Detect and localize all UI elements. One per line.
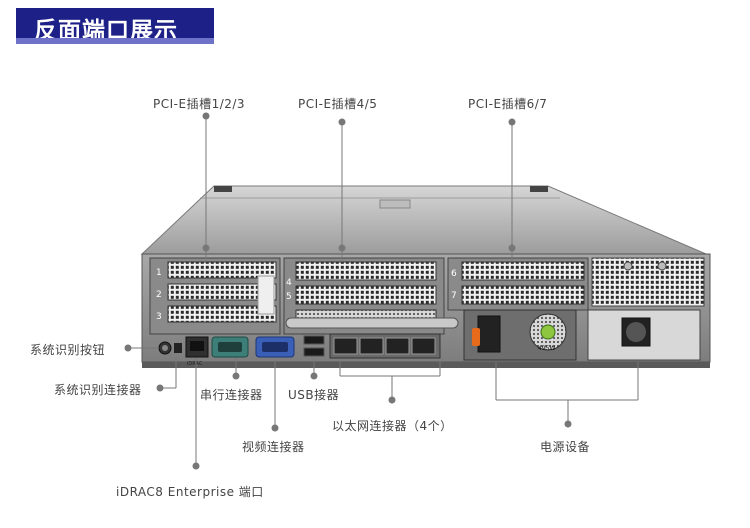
pcie-slot-7 [461, 285, 585, 305]
system-id-button[interactable] [158, 341, 172, 355]
callout-dots [124, 112, 572, 470]
idrac-port[interactable]: iDRAC [185, 336, 209, 367]
callout-serial: 串行连接器 [200, 388, 263, 402]
pcie-riser-left: 1 2 3 [149, 257, 281, 335]
callout-idrac: iDRAC8 Enterprise 端口 [116, 485, 264, 499]
pcie-slot-5 [295, 285, 437, 305]
slot-number-4: 4 [286, 278, 292, 288]
serial-port[interactable] [211, 336, 249, 358]
callout-video: 视频连接器 [242, 440, 305, 454]
rear-vent-grill [591, 257, 705, 307]
callout-usb: USB接器 [288, 388, 340, 402]
idrac-tag: iDRAC [187, 361, 203, 367]
callout-system-id-connector: 系统识别连接器 [54, 383, 142, 397]
system-id-connector[interactable] [174, 343, 182, 353]
usb-ports[interactable] [303, 335, 325, 357]
pcie-slot-4 [295, 261, 437, 281]
pcie-slot-2 [167, 283, 277, 301]
callout-system-id-button: 系统识别按钮 [30, 343, 106, 357]
slot-number-1: 1 [156, 268, 162, 278]
psu-blank-bay [587, 309, 701, 361]
pcie-slot-3 [167, 305, 277, 323]
chassis-handle [285, 317, 459, 329]
power-supply[interactable]: 495W [463, 309, 577, 361]
pcie-riser-right: 6 7 [447, 257, 589, 311]
service-tag-label [257, 275, 275, 315]
slot-number-7: 7 [451, 291, 457, 301]
callout-power: 电源设备 [540, 440, 591, 454]
callout-ethernet: 以太网连接器（4个） [332, 419, 453, 433]
header-accent-bar [16, 38, 214, 44]
ethernet-ports[interactable] [329, 333, 441, 359]
slot-number-6: 6 [451, 269, 457, 279]
vga-port[interactable] [255, 336, 295, 358]
callout-pcie-45: PCI-E插槽4/5 [298, 97, 378, 111]
pcie-slot-6 [461, 261, 585, 281]
callout-lines [128, 116, 639, 466]
psu-rating-label: 495W [538, 345, 555, 352]
slot-number-3: 3 [156, 312, 162, 322]
slot-number-2: 2 [156, 290, 162, 300]
section-header: 反面端口展示 [16, 8, 214, 44]
slot-number-5: 5 [286, 292, 292, 302]
psu-handle[interactable] [472, 328, 480, 346]
pcie-slot-1 [167, 261, 277, 279]
chassis-top-cover [140, 185, 707, 255]
callout-pcie-67: PCI-E插槽6/7 [468, 97, 548, 111]
callout-pcie-123: PCI-E插槽1/2/3 [153, 97, 246, 111]
